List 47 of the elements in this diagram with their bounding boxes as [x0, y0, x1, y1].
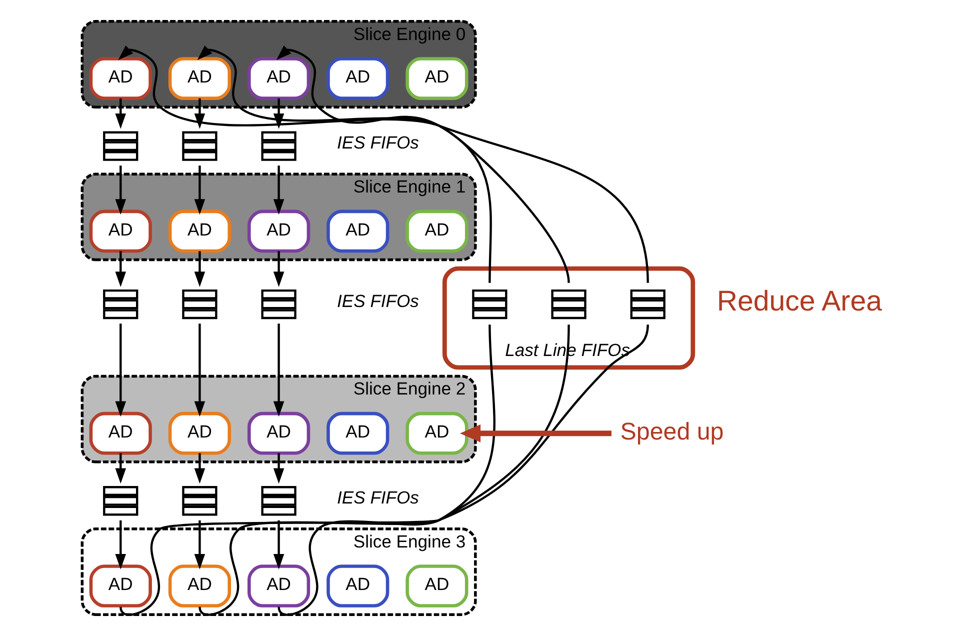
- node-box: AD: [405, 564, 468, 608]
- node-box: AD: [326, 412, 389, 455]
- node-box: AD: [88, 412, 152, 455]
- node-box: AD: [405, 57, 468, 100]
- node-box: AD: [326, 57, 389, 100]
- node-box: AD: [88, 210, 152, 253]
- arrow: [114, 324, 126, 417]
- node-box: AD: [326, 564, 389, 608]
- arrow: [272, 520, 284, 570]
- node-box: AD: [168, 564, 231, 608]
- label: IES FIFOs: [336, 132, 418, 153]
- arrow: [114, 520, 126, 570]
- node-box: AD: [247, 210, 310, 253]
- node-label: Reduce Area: [716, 286, 882, 318]
- node-box: AD: [88, 57, 152, 100]
- node-box: AD: [168, 57, 231, 100]
- node-box: AD: [247, 564, 310, 608]
- arrow: [118, 45, 648, 283]
- connector: [198, 324, 570, 616]
- arrow: [114, 251, 126, 288]
- arrow: [194, 520, 205, 570]
- node-box: AD: [168, 412, 231, 455]
- node-box: AD: [88, 564, 152, 608]
- arrow: [114, 166, 126, 215]
- label: IES FIFOs: [336, 487, 418, 508]
- arrow: [196, 45, 570, 284]
- node-box: AD: [405, 412, 468, 455]
- node-text: Speed up: [620, 418, 724, 446]
- arrow: [276, 45, 492, 283]
- arrow: [272, 166, 284, 215]
- arrow: [114, 98, 126, 129]
- label: IES FIFOs: [336, 290, 418, 311]
- arrow: [194, 98, 205, 129]
- arrow: [194, 166, 205, 215]
- node-box: AD: [247, 412, 310, 455]
- arrow: [272, 324, 284, 417]
- arrow: [272, 453, 284, 484]
- node-box: AD: [405, 210, 468, 253]
- node-box: AD: [168, 210, 231, 253]
- arrow: [272, 251, 284, 288]
- arrow: [194, 324, 205, 417]
- arrow: [459, 424, 611, 442]
- arrow: [194, 251, 205, 288]
- node-box: AD: [247, 57, 310, 100]
- arrow: [194, 453, 205, 484]
- arrow: [114, 453, 126, 484]
- node-box: AD: [326, 210, 389, 253]
